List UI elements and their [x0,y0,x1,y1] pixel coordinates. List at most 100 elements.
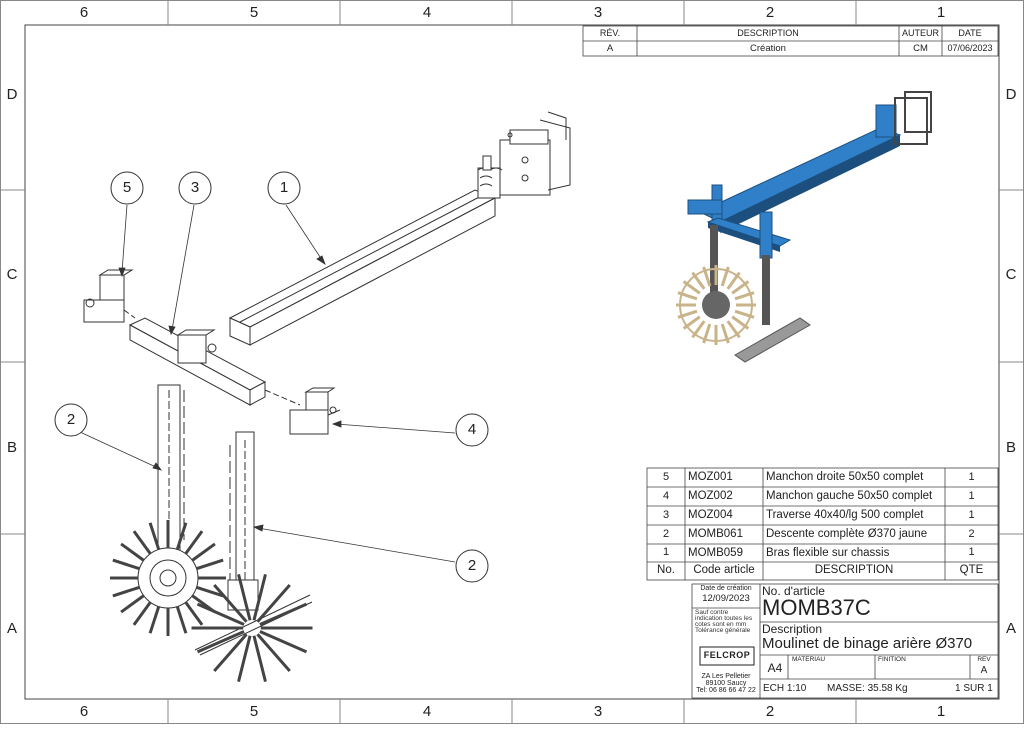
bom-row-3-no: 3 [662,509,670,521]
tine [734,291,755,301]
tolerance-note-1: Sauf contre [695,609,729,616]
bom-row-1-no: 1 [662,546,670,558]
tine [196,585,224,598]
zone-col-3-top: 3 [593,4,603,21]
iso-wheel-tines [676,265,756,345]
rev-header-description: DESCRIPTION [737,28,799,38]
rev-value: A [980,665,988,676]
tine [682,315,701,330]
zone-col-2-bottom: 2 [765,703,775,720]
bom-row-3-qty: 1 [968,509,975,521]
zone-row-d-left: D [6,86,18,103]
bom-row-1-qty: 1 [968,546,975,558]
tine [191,542,216,562]
tine [196,558,224,571]
bom-row-1-code: MOMB059 [688,547,743,559]
bom-header-description: DESCRIPTION [814,564,894,576]
zone-row-d-right: D [1005,86,1017,103]
tine [252,574,267,621]
tine [702,266,712,287]
part-2-left-descent [137,384,199,609]
tine [259,630,308,654]
title-block-grid [691,583,999,699]
zone-row-a-left: A [6,620,17,637]
balloon-4: 4 [467,421,477,438]
creation-date-label: Date de création [700,585,752,592]
revision-table-grid [582,25,999,57]
bom-row-3-code: MOZ004 [688,509,733,521]
bom-row-5-description: Manchon droite 50x50 complet [766,471,924,483]
mass-value: MASSE: 35.58 Kg [827,683,908,694]
logo-text: FELCROP [703,650,751,660]
bom-row-2-qty: 2 [968,528,975,540]
tine [196,602,245,626]
zone-col-4-top: 4 [422,4,432,21]
balloon-1: 1 [279,179,289,196]
rev-value-description: Création [750,43,786,54]
part-2-right-descent [194,431,313,656]
part-1-flexible-arm [228,111,571,346]
zone-col-6-top: 6 [79,4,89,21]
description-label: Description [762,622,823,636]
tine [120,542,145,562]
rev-value-date: 07/06/2023 [947,43,993,53]
tine [132,601,152,626]
part-3-crossbar [128,317,301,406]
zone-col-5-top: 5 [249,4,259,21]
rev-value-author: CM [913,43,928,54]
assembly-iso-view [679,91,932,363]
zone-col-2-top: 2 [765,4,775,21]
bom-row-2-code: MOMB061 [688,528,743,540]
bom-row-2-no: 2 [662,528,670,540]
tine [175,522,188,550]
balloon-3: 3 [190,179,200,196]
tine [677,291,698,301]
bom-row-5-no: 5 [662,471,670,483]
bom-row-4-no: 4 [662,490,670,502]
creation-date-value: 12/09/2023 [702,593,750,604]
bom-row-4-qty: 1 [968,490,975,502]
tine [213,633,248,672]
bom-row-1-description: Bras flexible sur chassis [766,547,890,559]
zone-col-1-top: 1 [936,4,946,21]
rev-header-rev: RÉV. [599,28,621,38]
tolerance-note-4: Tolérance générale [695,627,751,634]
description-value: Moulinet de binage arière Ø370 [762,635,973,652]
bom-row-3-description: Traverse 40x40/lg 500 complet [766,509,924,521]
rev-header-date: DATE [958,28,982,38]
tine [726,271,741,290]
bom-header-no: No. [657,564,675,576]
balloon-2-left: 2 [66,411,76,428]
tine [184,530,204,555]
tine [682,280,701,295]
tine [734,309,755,319]
bom-row-4-code: MOZ002 [688,490,733,502]
tine [237,574,252,621]
address-line-2: 89100 Saucy [705,680,747,687]
zone-col-1-bottom: 1 [936,703,946,720]
tine [731,315,750,330]
left-star-wheel-tines [110,520,226,636]
bom-row-5-qty: 1 [968,471,975,483]
rev-label: REV [977,656,991,663]
tine [184,601,204,626]
tine [148,522,161,550]
tine [120,594,145,614]
scale-value: ECH 1:10 [763,683,807,694]
zone-row-c-left: C [6,266,18,283]
right-wheel-tines [191,574,313,682]
zone-row-a-right: A [1005,620,1016,637]
bom-header-code: Code article [693,564,755,576]
tine [691,271,706,290]
tine [731,280,750,295]
felcrop-logo [699,646,755,666]
article-number: MOMB37C [762,595,871,620]
zone-row-b-left: B [6,439,17,456]
format-value: A4 [767,661,783,675]
tine [677,309,698,319]
tine [237,635,252,682]
rev-header-author: AUTEUR [901,28,939,38]
address-line-3: Tel: 06 86 66 47 22 [696,687,756,694]
